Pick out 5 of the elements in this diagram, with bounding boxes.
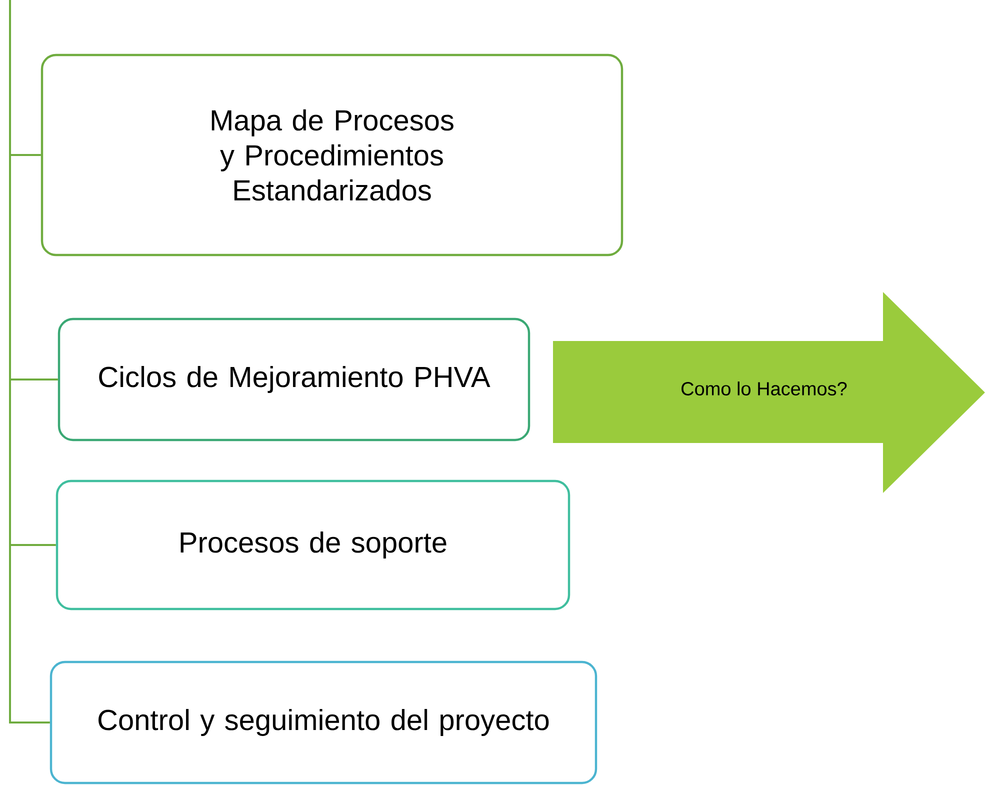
- process-box: Mapa de Procesos y Procedimientos Estandarizados: [40, 54, 624, 256]
- connector-line: [9, 0, 50, 724]
- process-box: Procesos de soporte: [56, 480, 570, 610]
- process-box: Control y seguimiento del proyecto: [50, 660, 598, 784]
- process-box: Ciclos de Mejoramiento PHVA: [58, 318, 530, 442]
